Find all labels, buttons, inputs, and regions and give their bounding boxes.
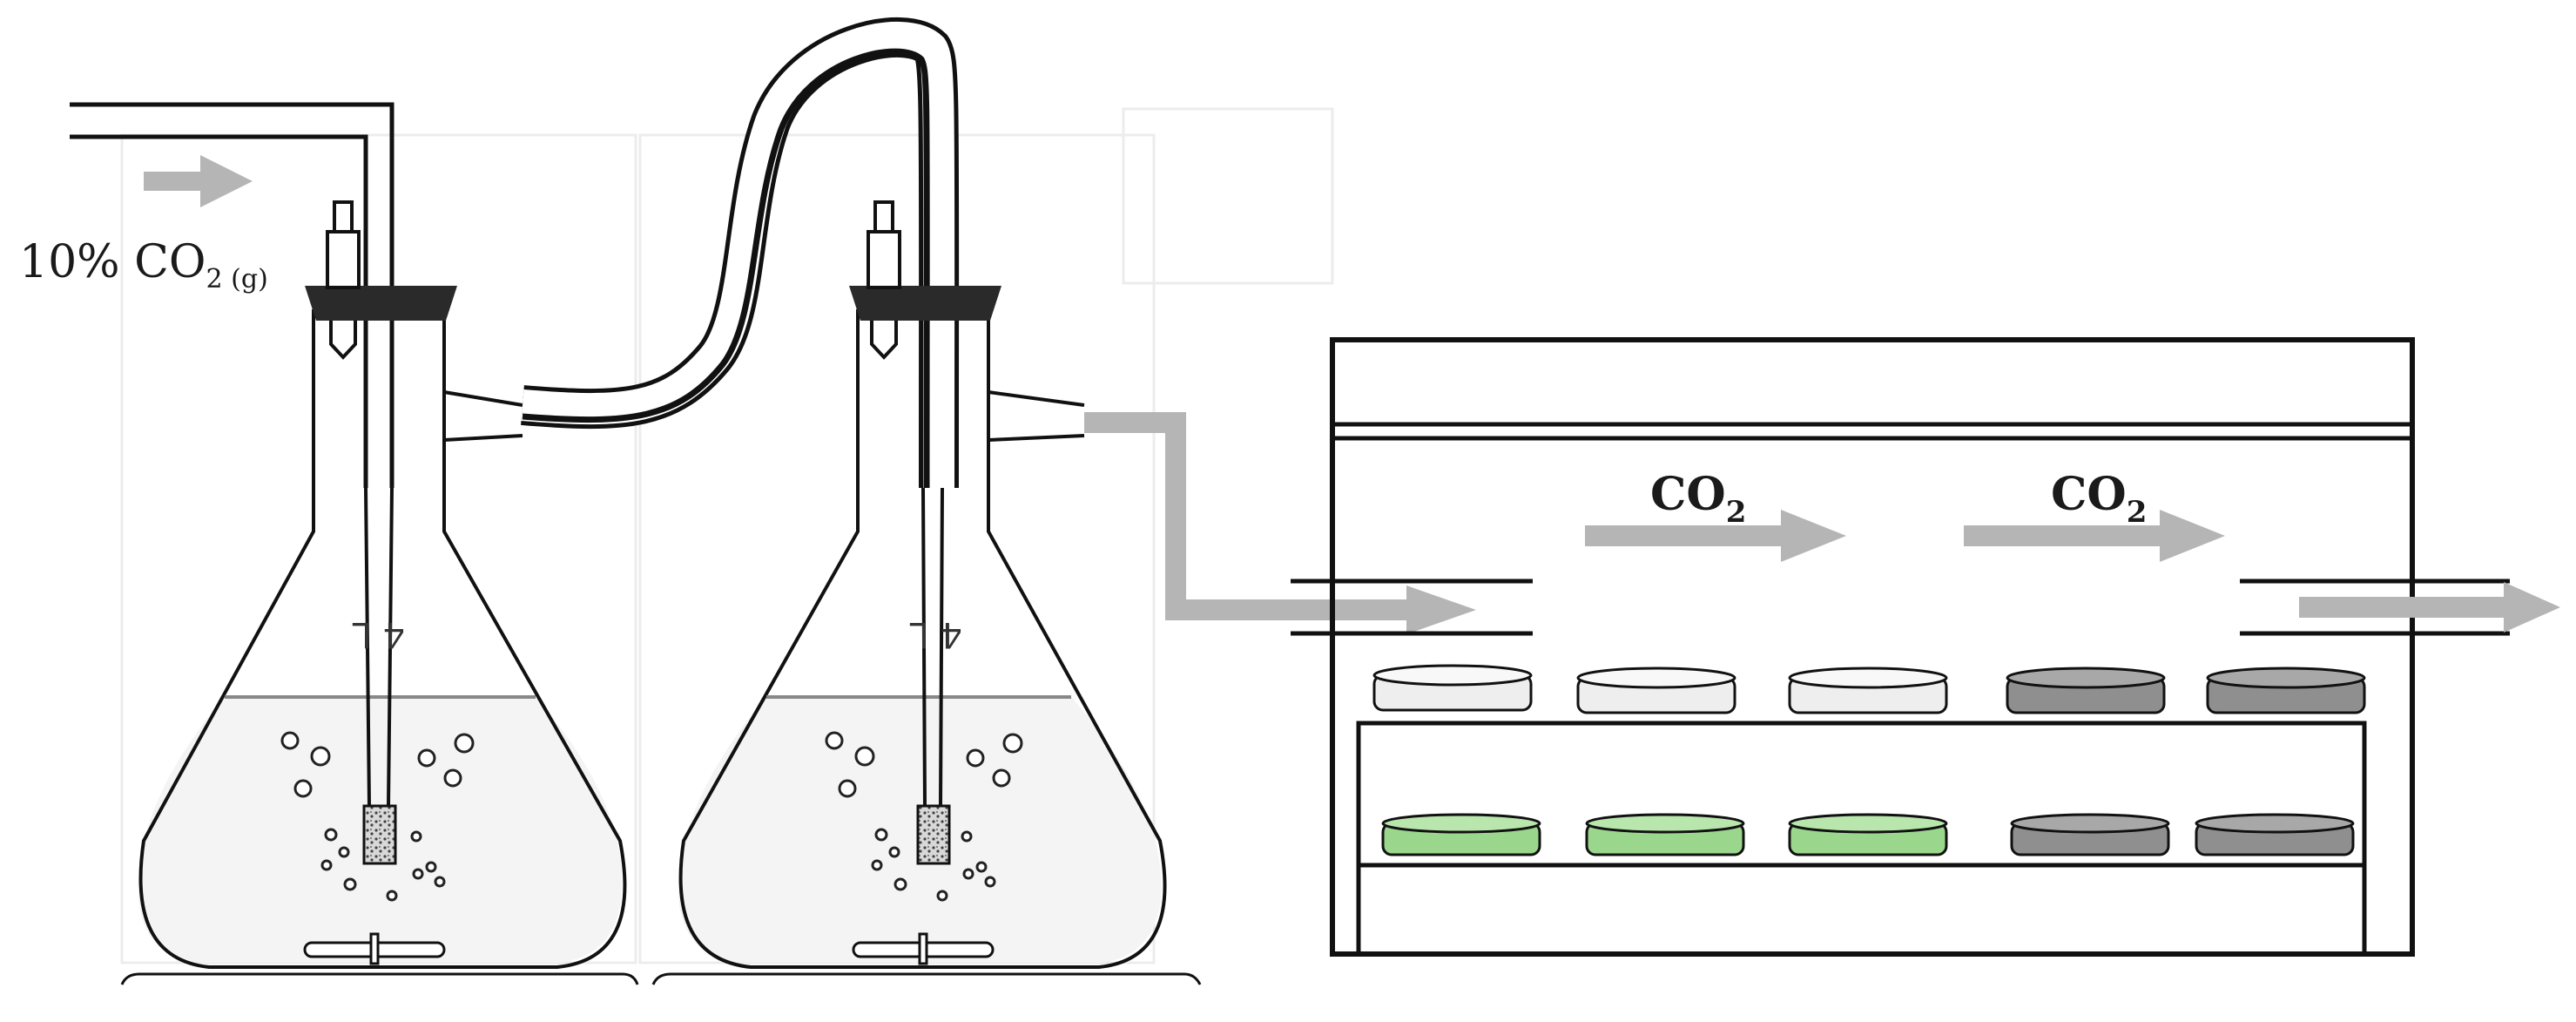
chamber-outer-box: [1330, 337, 2415, 957]
petri-dish: [1585, 813, 1745, 856]
inlet-gas-label: 10% CO2 (g): [19, 236, 268, 294]
petri-dish: [2206, 667, 2366, 714]
flask-left-bubbles: [280, 731, 475, 902]
petri-dish: [1381, 813, 1541, 856]
flask-left-body: [138, 309, 627, 969]
inlet-gas-tube: [70, 102, 394, 488]
flask-right-volume-label: 4 L: [909, 614, 962, 654]
flask-left-vent-tube: [326, 200, 361, 360]
flask-right-stir-bar: [852, 932, 995, 965]
flask-right: 4 L: [651, 200, 1202, 985]
flask-left-base: [120, 972, 639, 985]
flask-right-bubbles: [825, 731, 1023, 902]
incubation-chamber: CO2 CO2: [1291, 337, 2560, 957]
petri-dish: [1372, 664, 1533, 712]
flask-left-volume-label: 4 L: [352, 614, 405, 654]
outlet-gas-tube: [1084, 412, 1476, 634]
flask-left-stopper: [305, 286, 457, 321]
flask-right-vent-tube: [867, 200, 901, 360]
flask-right-diffuser-stone: [916, 804, 951, 865]
chamber-flow-label-2: CO2: [2051, 468, 2147, 530]
dish-row-top: [1372, 664, 2366, 714]
flask-right-stopper: [849, 286, 1001, 321]
chamber-inlet-port: [1291, 579, 1533, 636]
petri-dish: [1788, 667, 1948, 714]
flask-right-side-arm: [988, 390, 1085, 442]
dish-row-bottom: [1381, 813, 2355, 856]
chamber-flow-arrow-2: [1964, 510, 2225, 562]
inlet-flow-arrow: [144, 155, 253, 207]
inlet-gas-label-subscript: 2 (g): [206, 264, 268, 294]
chamber-inlet-arrow-head: [1406, 585, 1476, 634]
connecting-tube: [521, 17, 960, 489]
chamber-outlet-port: [2240, 579, 2510, 636]
petri-dish: [2195, 813, 2355, 856]
flask-left-side-arm: [443, 390, 523, 442]
chamber-flow-arrow-1: [1585, 510, 1846, 562]
flask-left-dip-tube: [364, 487, 394, 807]
petri-dish: [1576, 667, 1736, 714]
chamber-outlet-arrow: [2299, 582, 2560, 633]
flask-left-diffuser-stone: [362, 804, 397, 865]
flask-left-stir-bar: [303, 932, 446, 965]
chamber-shelf-box: [1356, 721, 2367, 957]
chamber-flow-label-1: CO2: [1650, 468, 1746, 530]
flask-right-body: [678, 309, 1167, 969]
petri-dish: [2010, 813, 2170, 856]
petri-dish: [1788, 813, 1948, 856]
flask-right-base: [651, 972, 1202, 985]
petri-dish: [2006, 667, 2166, 714]
flask-left: 4 L: [120, 200, 639, 985]
flask-right-dip-tube: [921, 487, 944, 807]
